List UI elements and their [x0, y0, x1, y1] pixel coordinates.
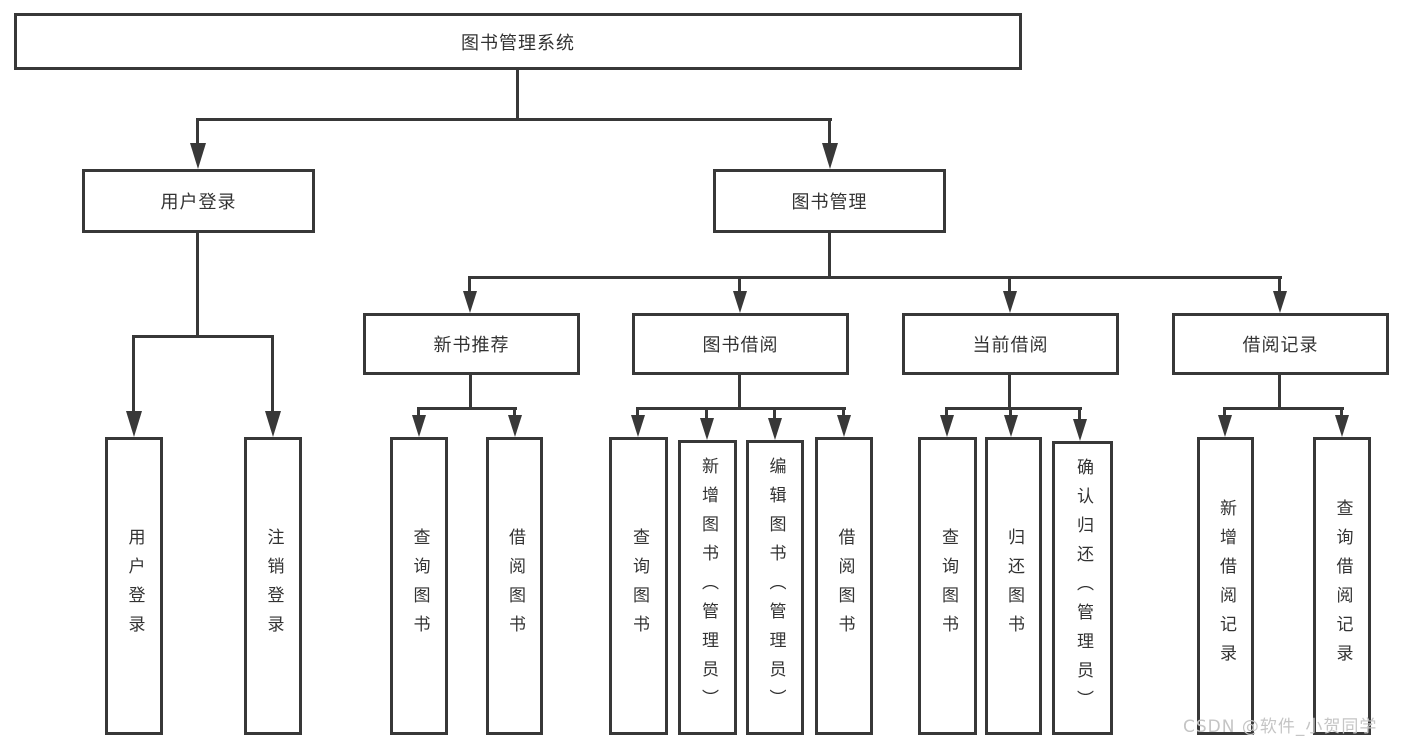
arrow-down-icon: [940, 415, 954, 437]
node-user-login-label: 用户登录: [160, 192, 237, 213]
leaf-bb-edit-books-admin-label: 编辑图书（管理员）: [765, 457, 786, 718]
connector-line: [828, 233, 831, 276]
connector-line: [469, 375, 472, 407]
connector-line: [1009, 407, 1012, 415]
node-book-borrow: 图书借阅: [632, 313, 849, 375]
arrow-down-icon: [190, 143, 206, 169]
node-book-management-label: 图书管理: [791, 192, 868, 213]
node-book-management: 图书管理: [713, 169, 946, 233]
connector-line: [945, 407, 1082, 410]
node-current-borrow: 当前借阅: [902, 313, 1119, 375]
connector-line: [132, 335, 274, 338]
leaf-cb-query-books-label: 查询图书: [938, 528, 958, 644]
arrow-down-icon: [265, 411, 281, 437]
leaf-br-add-record-label: 新增借阅记录: [1216, 499, 1236, 673]
arrow-down-icon: [1273, 291, 1287, 313]
leaf-bb-edit-books-admin: 编辑图书（管理员）: [746, 440, 804, 735]
connector-line: [516, 70, 519, 120]
leaf-bb-add-books-admin: 新增图书（管理员）: [678, 440, 737, 735]
connector-line: [1223, 407, 1344, 410]
leaf-logout-label: 注销登录: [263, 528, 284, 644]
connector-line: [945, 407, 948, 415]
node-root: 图书管理系统: [14, 13, 1022, 70]
arrow-down-icon: [837, 415, 851, 437]
leaf-bb-add-books-admin-label: 新增图书（管理员）: [698, 457, 718, 718]
arrow-down-icon: [1073, 419, 1087, 441]
connector-line: [417, 407, 517, 410]
connector-line: [1278, 276, 1281, 291]
connector-line: [1340, 407, 1343, 415]
leaf-cb-return-books-label: 归还图书: [1004, 528, 1024, 644]
connector-line: [132, 335, 135, 411]
leaf-bb-query-books-label: 查询图书: [629, 528, 649, 644]
connector-line: [828, 118, 831, 144]
node-root-label: 图书管理系统: [461, 32, 575, 54]
node-new-book-recommend: 新书推荐: [363, 313, 580, 375]
leaf-cb-confirm-return-admin: 确认归还（管理员）: [1052, 441, 1113, 735]
connector-line: [417, 407, 420, 415]
connector-line: [738, 375, 741, 407]
arrow-down-icon: [822, 143, 838, 169]
connector-line: [271, 335, 274, 411]
node-borrow-records: 借阅记录: [1172, 313, 1389, 375]
node-book-borrow-label: 图书借阅: [702, 335, 779, 356]
connector-line: [196, 233, 199, 335]
leaf-bb-borrow-books-label: 借阅图书: [834, 528, 855, 644]
arrow-down-icon: [508, 415, 522, 437]
arrow-down-icon: [768, 418, 782, 440]
leaf-cb-confirm-return-admin-label: 确认归还（管理员）: [1073, 457, 1093, 719]
leaf-br-query-record: 查询借阅记录: [1313, 437, 1371, 735]
arrow-down-icon: [631, 415, 645, 437]
connector-line: [773, 407, 776, 418]
connector-line: [636, 407, 846, 410]
leaf-cb-query-books: 查询图书: [918, 437, 977, 735]
connector-line: [1078, 407, 1081, 419]
connector-line: [468, 276, 1282, 279]
connector-line: [705, 407, 708, 418]
leaf-nb-query-books: 查询图书: [390, 437, 448, 735]
connector-line: [636, 407, 639, 415]
node-borrow-records-label: 借阅记录: [1242, 335, 1319, 356]
arrow-down-icon: [1004, 415, 1018, 437]
connector-line: [468, 276, 471, 291]
connector-line: [738, 276, 741, 291]
arrow-down-icon: [1003, 291, 1017, 313]
connector-line: [1278, 375, 1281, 407]
arrow-down-icon: [733, 291, 747, 313]
leaf-nb-borrow-books-label: 借阅图书: [505, 528, 525, 644]
leaf-user-login-label: 用户登录: [124, 528, 145, 644]
leaf-user-login: 用户登录: [105, 437, 163, 735]
leaf-cb-return-books: 归还图书: [985, 437, 1042, 735]
node-user-login: 用户登录: [82, 169, 315, 233]
leaf-bb-borrow-books: 借阅图书: [815, 437, 873, 735]
connector-line: [1008, 276, 1011, 291]
node-new-book-recommend-label: 新书推荐: [433, 335, 510, 356]
connector-line: [196, 118, 199, 144]
leaf-nb-borrow-books: 借阅图书: [486, 437, 543, 735]
arrow-down-icon: [1218, 415, 1232, 437]
leaf-br-add-record: 新增借阅记录: [1197, 437, 1254, 735]
arrow-down-icon: [700, 418, 714, 440]
arrow-down-icon: [463, 291, 477, 313]
arrow-down-icon: [1335, 415, 1349, 437]
leaf-nb-query-books-label: 查询图书: [409, 528, 430, 644]
leaf-br-query-record-label: 查询借阅记录: [1332, 499, 1353, 673]
arrow-down-icon: [126, 411, 142, 437]
csdn-watermark: CSDN @软件_小贺同学: [1183, 717, 1378, 737]
arrow-down-icon: [412, 415, 426, 437]
leaf-bb-query-books: 查询图书: [609, 437, 668, 735]
node-current-borrow-label: 当前借阅: [972, 335, 1049, 356]
connector-line: [1223, 407, 1226, 415]
connector-line: [513, 407, 516, 415]
connector-line: [1008, 375, 1011, 407]
connector-line: [196, 118, 832, 121]
leaf-logout: 注销登录: [244, 437, 302, 735]
connector-line: [842, 407, 845, 415]
